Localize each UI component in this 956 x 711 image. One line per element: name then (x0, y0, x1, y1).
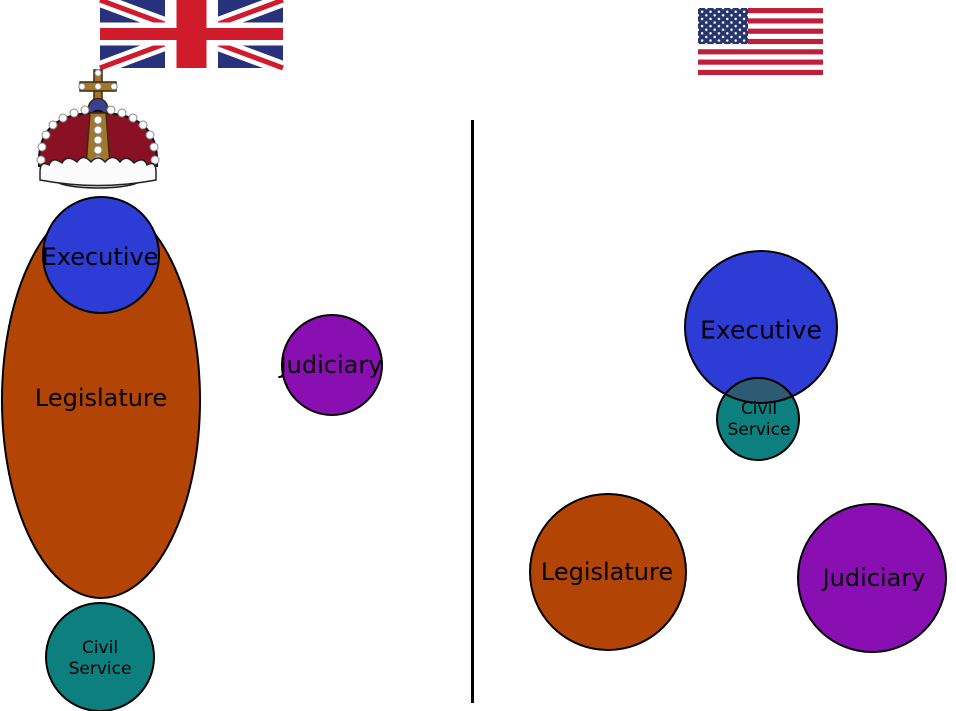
uk-judiciary-label: Judiciary (279, 351, 383, 379)
us-legislature-label: Legislature (540, 558, 674, 586)
uk-legislature-label: Legislature (34, 384, 168, 412)
us-judiciary-circle (797, 503, 947, 653)
uk-executive-circle (42, 196, 160, 314)
uk-judiciary-circle (281, 314, 383, 416)
us-flag-icon (698, 8, 823, 75)
us-judiciary-label: Judiciary (822, 564, 926, 592)
uk-civil-service-label: Civil Service (68, 637, 132, 679)
uk-executive-label: Executive (41, 243, 159, 271)
uk-civil-service-circle (45, 602, 155, 711)
us-legislature-circle (529, 493, 687, 651)
uk-flag-icon (97, 0, 286, 75)
royal-crown-icon (36, 69, 160, 189)
us-civil-service-label: Civil Service (727, 398, 791, 440)
us-flag-stars (698, 8, 748, 44)
us-executive-label: Executive (700, 315, 822, 345)
us-executive-civil-service-overlap (723, 376, 794, 404)
